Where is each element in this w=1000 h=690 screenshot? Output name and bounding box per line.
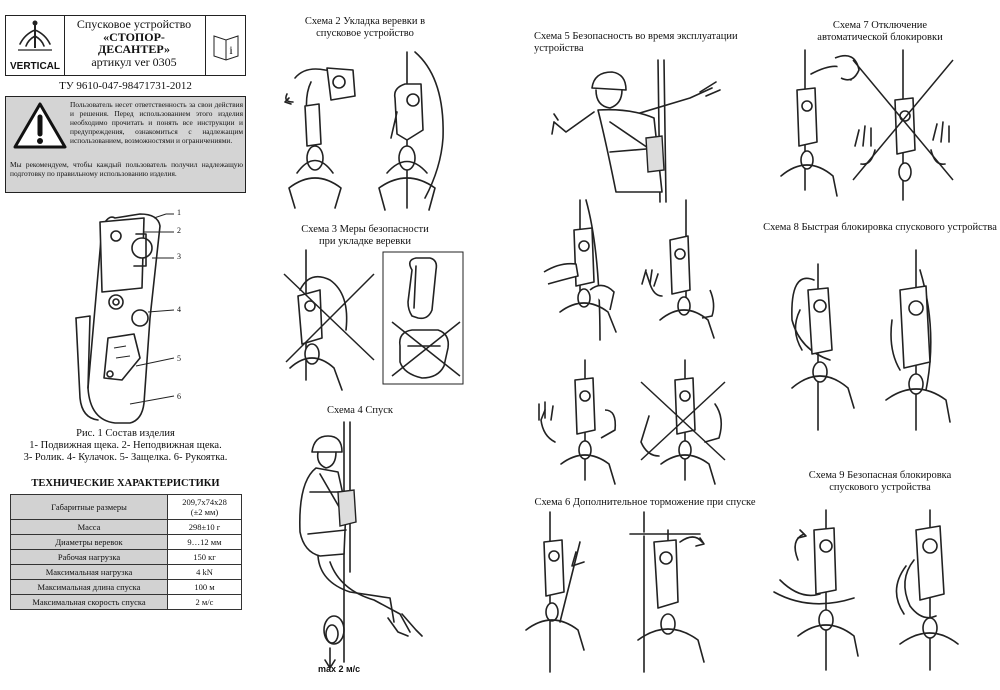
spec-value-dims: 209,7x74x28: [182, 497, 227, 507]
scheme9-caption-line1: Схема 9 Безопасная блокировка: [808, 470, 952, 481]
scheme3-caption-line2: при укладке веревки: [319, 236, 411, 247]
spec-value: 2 м/с: [167, 594, 242, 610]
spec-value-tolerance: (±2 мм): [190, 507, 219, 517]
spec-value: 298±10 г: [167, 519, 242, 535]
scheme5-grip-left-illustration: [538, 359, 617, 485]
spec-key: Масса: [10, 519, 168, 535]
scheme8-illustration: [791, 249, 951, 431]
scheme7-caption: Схема 7 Отключение автоматической блокир…: [800, 20, 960, 44]
specs-table-wrap: Габаритные размеры 209,7x74x28 (±2 мм) М…: [10, 494, 242, 610]
figure1-caption: Рис. 1 Состав изделия 1- Подвижная щека.…: [5, 428, 246, 464]
scheme5-caption-line2: устройства: [534, 43, 584, 54]
scheme5-worker-illustration: [551, 59, 721, 203]
scheme4-caption: Схема 4 Спуск: [326, 405, 394, 416]
spec-key: Габаритные размеры: [10, 494, 168, 520]
device-diagram: [75, 213, 175, 424]
scheme9-caption: Схема 9 Безопасная блокировка спускового…: [800, 470, 960, 494]
scheme9-caption-line2: спускового устройства: [829, 482, 931, 493]
title-line-3: ДЕСАНТЕР»: [98, 42, 170, 56]
specs-table: Габаритные размеры 209,7x74x28 (±2 мм) М…: [10, 494, 242, 610]
warning-triangle-icon: [13, 102, 67, 149]
scheme5-crossed-illustration: [640, 359, 726, 485]
scheme7-left-illustration: [780, 49, 860, 197]
figure1-caption-title: Рис. 1 Состав изделия: [76, 428, 175, 439]
brand-name: VERTICAL: [10, 61, 60, 72]
scheme3-caption: Схема 3 Меры безопасности при укладке ве…: [290, 224, 440, 248]
spec-key: Максимальная нагрузка: [10, 564, 168, 580]
scheme5-caption: Схема 5 Безопасность во время эксплуатац…: [534, 31, 744, 55]
standard-code: ТУ 9610-047-98471731-2012: [59, 80, 192, 92]
svg-text:i: i: [229, 43, 233, 57]
warning-box: Пользователь несет ответственность за св…: [5, 96, 246, 193]
info-book-icon: i: [213, 35, 239, 61]
scheme3-illustration: [283, 249, 464, 391]
spec-key: Максимальная скорость спуска: [10, 594, 168, 610]
article-number: артикул ver 0305: [91, 54, 177, 69]
title-line-2: «СТОПОР-: [103, 29, 165, 44]
callout-4: 4: [177, 305, 181, 314]
scheme2-caption-line1: Схема 2 Укладка веревки в: [304, 16, 426, 27]
scheme7-caption-line2: автоматической блокировки: [817, 32, 943, 43]
scheme2-caption: Схема 2 Укладка веревки в спусковое устр…: [290, 16, 440, 40]
max-speed-label: max 2 м/с: [318, 664, 361, 674]
callout-2: 2: [177, 226, 181, 235]
scheme9-illustration: [773, 509, 959, 671]
spec-value: 4 kN: [167, 564, 242, 580]
scheme2-illustration: [284, 51, 444, 211]
spec-value: 9…12 мм: [167, 534, 242, 550]
callout-1: 1: [177, 208, 181, 217]
spec-value: 150 кг: [167, 549, 242, 565]
product-title: Спусковое устройство «СТОПОР- ДЕСАНТЕР» …: [64, 18, 204, 68]
title-line-1: Спусковое устройство: [76, 17, 192, 31]
info-cell: i: [205, 16, 246, 75]
spec-key: Диаметры веревок: [10, 534, 168, 550]
scheme7-caption-line1: Схема 7 Отключение: [832, 20, 928, 31]
scheme5-caption-line1: Схема 5 Безопасность во время эксплуатац…: [534, 31, 738, 42]
scheme4-illustration: [299, 421, 423, 669]
brand-cell: VERTICAL: [6, 16, 65, 75]
callout-5: 5: [177, 354, 181, 363]
scheme3-caption-line1: Схема 3 Меры безопасности: [301, 224, 429, 235]
spec-key: Максимальная длина спуска: [10, 579, 168, 595]
table-row: Габаритные размеры 209,7x74x28 (±2 мм): [10, 494, 242, 520]
figure1-caption-line3: 3- Ролик. 4- Кулачок. 5- Защелка. 6- Рук…: [23, 452, 228, 463]
scheme6-caption: Схема 6 Дополнительное торможение при сп…: [534, 497, 756, 508]
scheme5-hands-right-illustration: [641, 199, 715, 339]
spec-key: Рабочая нагрузка: [10, 549, 168, 565]
scheme8-caption: Схема 8 Быстрая блокировка спускового ус…: [763, 222, 997, 233]
callout-3: 3: [177, 252, 181, 261]
scheme6-illustration: [525, 511, 705, 673]
specs-heading: ТЕХНИЧЕСКИЕ ХАРАКТЕРИСТИКИ: [31, 478, 220, 489]
warning-text-rest: Мы рекомендуем, чтобы каждый пользовател…: [10, 160, 243, 179]
callout-6: 6: [177, 392, 181, 401]
figure1-caption-line2: 1- Подвижная щека. 2- Неподвижная щека.: [29, 440, 222, 451]
scheme5-hands-left-illustration: [543, 199, 617, 341]
warning-text-main: Пользователь несет ответственность за св…: [70, 100, 243, 146]
scheme2-caption-line2: спусковое устройство: [316, 28, 414, 39]
header-box: VERTICAL Спусковое устройство «СТОПОР- Д…: [5, 15, 246, 76]
scheme7-crossed-illustration: [852, 49, 954, 201]
spec-value: 209,7x74x28 (±2 мм): [167, 494, 242, 520]
spec-value: 100 м: [167, 579, 242, 595]
vertical-logo-icon: [18, 20, 52, 51]
